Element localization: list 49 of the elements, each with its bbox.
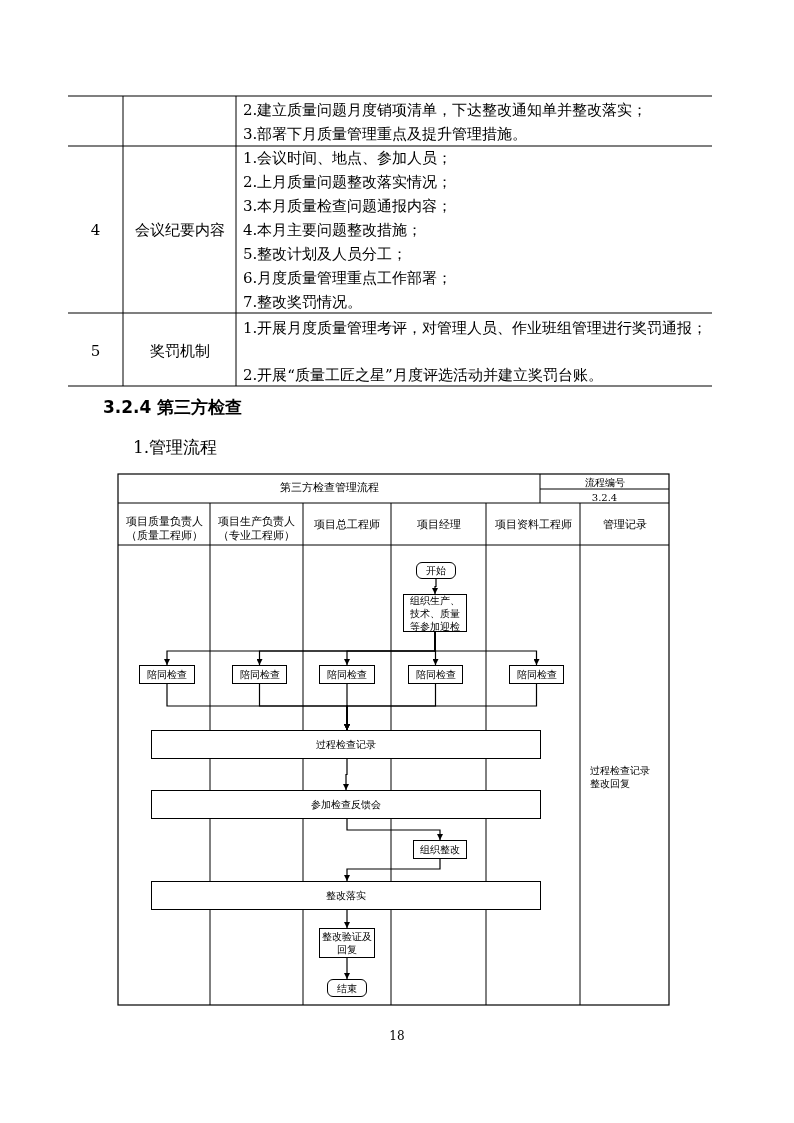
lane-header: 项目资料工程师 [493, 517, 573, 532]
list-item: 2.上月质量问题整改落实情况； [243, 172, 454, 193]
list-item: 7.整改奖罚情况。 [243, 292, 364, 313]
page-number: 18 [388, 1028, 406, 1045]
lane-header: 项目质量负责人（质量工程师） [124, 514, 204, 543]
arrow [346, 818, 443, 841]
process-box: 参加检查反馈会 [151, 790, 541, 819]
section-heading: 3.2.4 第三方检查 [103, 396, 244, 419]
list-item: 1.开展月度质量管理考评，对管理人员、作业班组管理进行奖罚通报； [243, 318, 709, 339]
process-box: 组织整改 [413, 840, 467, 859]
arrow [344, 957, 350, 980]
list-item: 6.月度质量管理重点工作部署； [243, 268, 454, 289]
arrow [344, 909, 350, 929]
process-box: 组织生产、技术、质量等参加迎检 [403, 594, 467, 632]
arrow [344, 858, 441, 882]
lane-header: 项目经理 [415, 517, 462, 532]
lane-header: 项目生产负责人（专业工程师） [217, 514, 296, 543]
process-box: 陪同检查 [139, 665, 195, 684]
arrow [343, 758, 349, 791]
row-number: 4 [89, 220, 102, 241]
terminal-box: 开始 [416, 562, 456, 579]
record-text: 整改回复 [590, 778, 631, 791]
process-box: 陪同检查 [232, 665, 287, 684]
list-item: 3.部署下月质量管理重点及提升管理措施。 [243, 124, 529, 145]
row-heading: 会议纪要内容 [133, 220, 226, 241]
row-number: 5 [89, 341, 102, 362]
header-text: 3.2.4 [590, 491, 619, 505]
process-box: 陪同检查 [408, 665, 463, 684]
header-text: 流程编号 [583, 476, 626, 490]
list-item: 3.本月质量检查问题通报内容； [243, 196, 454, 217]
record-text: 过程检查记录 [590, 765, 651, 778]
arrow [432, 578, 438, 595]
terminal-box: 结束 [327, 979, 367, 997]
process-box: 整改落实 [151, 881, 541, 910]
lane-header: 项目总工程师 [313, 517, 381, 532]
process-box: 陪同检查 [319, 665, 375, 684]
process-box: 陪同检查 [509, 665, 564, 684]
subsection-heading: 1.管理流程 [133, 436, 219, 459]
list-item: 2.建立质量问题月度销项清单，下达整改通知单并整改落实； [243, 100, 649, 121]
list-item: 5.整改计划及人员分工； [243, 244, 409, 265]
list-item: 4.本月主要问题整改措施； [243, 220, 424, 241]
process-box: 整改验证及回复 [319, 928, 375, 958]
arrow [344, 683, 538, 731]
list-item: 1.会议时间、地点、参加人员； [243, 148, 454, 169]
list-item: 2.开展“质量工匠之星”月度评选活动并建立奖罚台账。 [243, 365, 604, 386]
row-heading: 奖罚机制 [148, 341, 211, 362]
flow-title: 第三方检查管理流程 [278, 481, 380, 496]
lane-header: 管理记录 [601, 517, 648, 532]
process-box: 过程检查记录 [151, 730, 541, 759]
